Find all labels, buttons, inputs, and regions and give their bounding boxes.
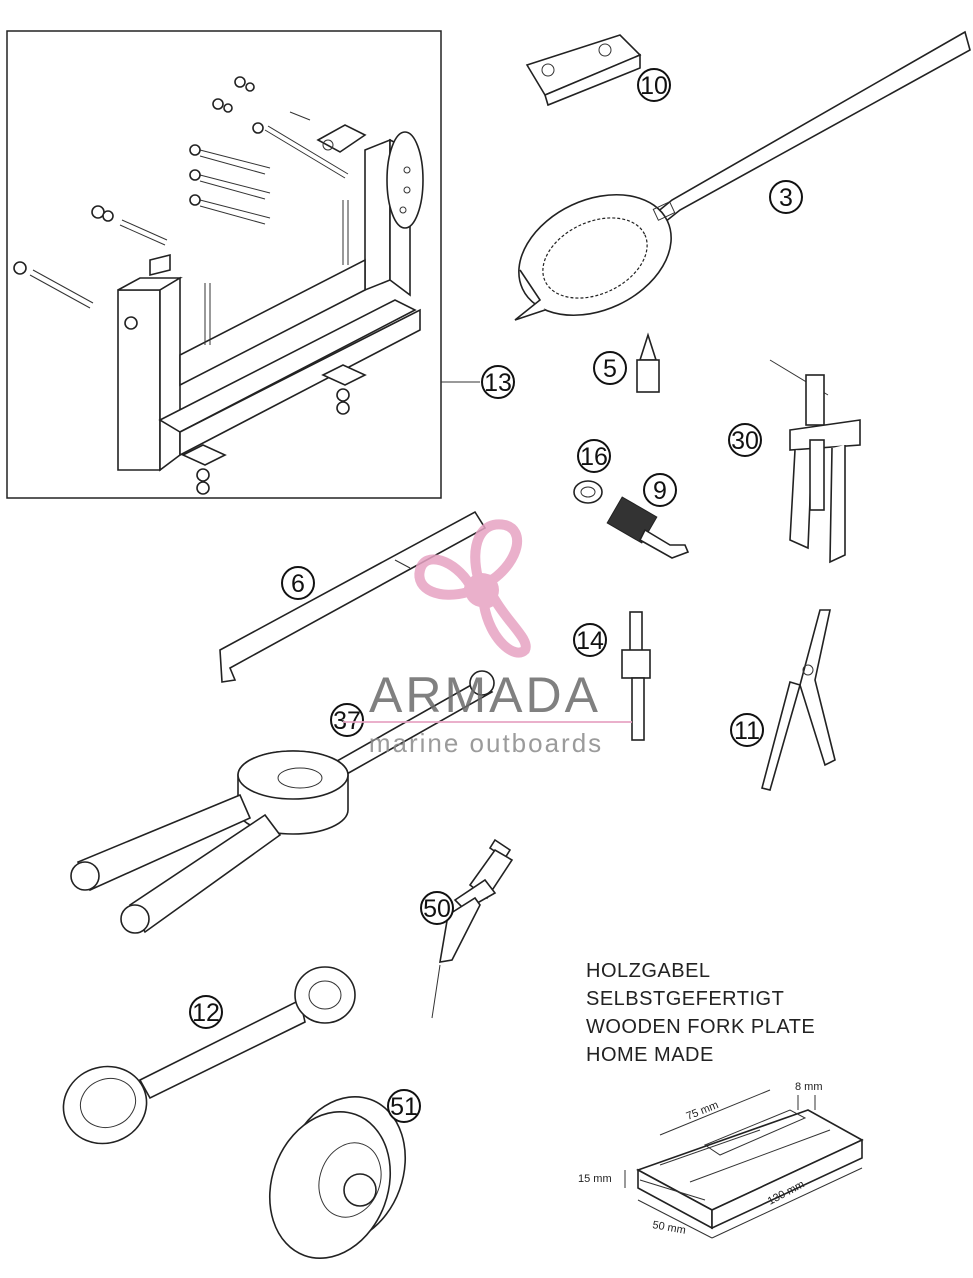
note-line-4: HOME MADE xyxy=(586,1044,714,1066)
pliers-11 xyxy=(761,609,836,791)
svg-text:13: 13 xyxy=(484,369,512,397)
callout-50: 50 xyxy=(420,891,454,925)
spanner-wrench-3 xyxy=(514,30,971,321)
tool-9 xyxy=(606,496,690,559)
svg-text:30: 30 xyxy=(731,427,759,455)
svg-text:3: 3 xyxy=(779,184,793,212)
callout-16: 16 xyxy=(577,439,611,473)
note-line-2: SELBSTGEFERTIGT xyxy=(586,988,785,1010)
syringe-50 xyxy=(431,838,514,1019)
dim-thickness: 15 mm xyxy=(578,1173,612,1185)
svg-text:11: 11 xyxy=(734,717,760,745)
callout-5: 5 xyxy=(593,351,627,385)
note-line-3: WOODEN FORK PLATE xyxy=(586,1016,816,1038)
puller-30 xyxy=(769,359,861,564)
inset-frame xyxy=(6,30,442,499)
callout-3: 3 xyxy=(769,180,803,214)
propeller-logo xyxy=(414,519,531,658)
svg-text:51: 51 xyxy=(390,1093,418,1121)
svg-text:14: 14 xyxy=(576,627,604,655)
callout-13: 13 xyxy=(481,365,515,399)
callout-9: 9 xyxy=(643,473,677,507)
flat-bar-6 xyxy=(219,510,487,683)
pin-wrench-12 xyxy=(62,966,356,1145)
svg-text:50: 50 xyxy=(423,895,451,923)
bushing-16 xyxy=(573,480,603,504)
bracket-10 xyxy=(525,34,642,107)
flywheel-holder-37 xyxy=(70,670,495,934)
note-line-1: HOLZGABEL xyxy=(586,960,711,982)
engine-stand-inset xyxy=(6,30,442,499)
armada-watermark: ARMADA marine outboards xyxy=(343,519,632,758)
callout-14: 14 xyxy=(573,623,607,657)
callout-51: 51 xyxy=(387,1089,421,1123)
svg-text:9: 9 xyxy=(653,477,667,505)
callout-30: 30 xyxy=(728,423,762,457)
callout-12: 12 xyxy=(189,995,223,1029)
wooden-fork-plate: 8 mm 75 mm 15 mm 50 mm 130 mm xyxy=(578,1081,864,1239)
slide-hammer-14 xyxy=(621,611,651,741)
dim-slot: 8 mm xyxy=(795,1081,823,1093)
svg-text:10: 10 xyxy=(640,72,668,100)
dim-width: 50 mm xyxy=(651,1219,686,1237)
wooden-fork-note: HOLZGABEL SELBSTGEFERTIGT WOODEN FORK PL… xyxy=(586,957,815,1069)
watermark-tagline: marine outboards xyxy=(369,728,603,758)
puller-disc-51 xyxy=(268,1095,407,1260)
dim-length-top: 75 mm xyxy=(685,1099,721,1123)
svg-text:6: 6 xyxy=(291,570,305,598)
callout-10: 10 xyxy=(637,68,671,102)
callout-37: 37 xyxy=(330,703,364,737)
svg-text:16: 16 xyxy=(580,443,608,471)
callout-6: 6 xyxy=(281,566,315,600)
callout-11: 11 xyxy=(730,713,764,747)
svg-text:12: 12 xyxy=(192,999,220,1027)
watermark-brand: ARMADA xyxy=(369,667,601,723)
svg-text:5: 5 xyxy=(603,355,617,383)
fitting-5 xyxy=(636,332,660,393)
